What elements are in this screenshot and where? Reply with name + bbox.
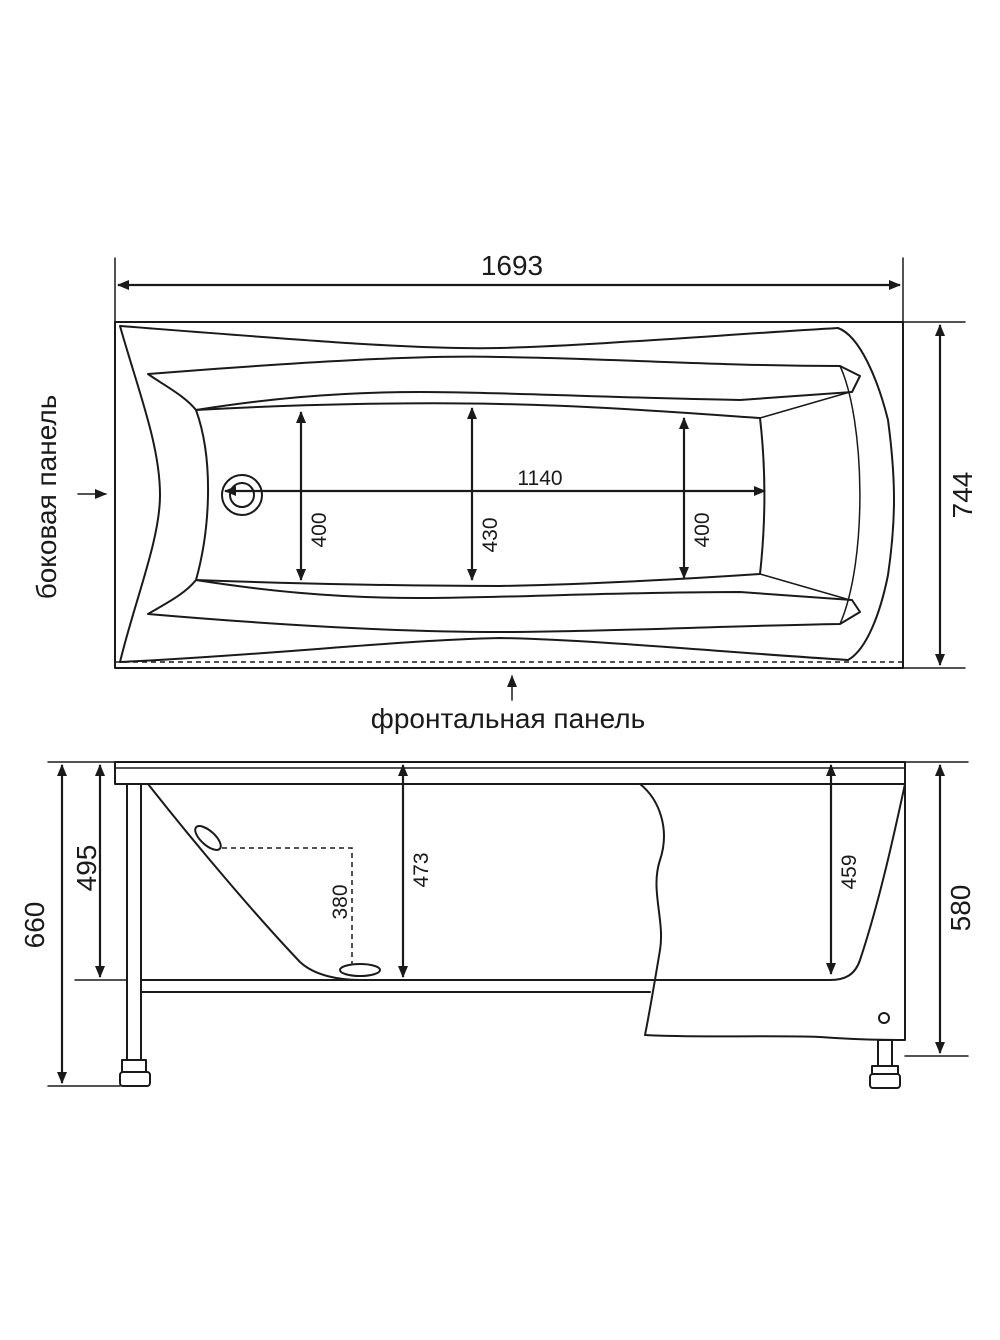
right-leg <box>877 1039 893 1067</box>
upper-ridge <box>147 355 861 411</box>
tub-head-slope <box>649 783 906 981</box>
drain-inner <box>229 482 255 508</box>
lower-ridge <box>147 579 861 633</box>
left-leg <box>126 783 142 1061</box>
tub-back-slope <box>147 783 361 981</box>
side-view: 380 660 495 473 459 580 <box>19 761 976 1089</box>
drain-outer <box>221 474 263 516</box>
tub-outline-rect <box>114 321 904 669</box>
dim-495-label: 495 <box>71 845 102 892</box>
dim-panel-height-label: 580 <box>945 885 976 932</box>
panel-screw <box>878 1012 890 1024</box>
dim-length-label: 1693 <box>481 250 543 281</box>
side-panel-label: боковая панель <box>31 395 62 600</box>
dim-459-label: 459 <box>838 854 861 889</box>
dim-inner-width-right-label: 400 <box>691 512 714 547</box>
dim-inner-length-label: 1140 <box>517 467 562 490</box>
tub-rim-side <box>114 761 906 785</box>
top-view: 1693 744 1140 400 430 400 боковая панель… <box>31 250 978 734</box>
front-panel-cutaway <box>639 783 906 1041</box>
dim-inner-width-left-label: 400 <box>308 512 331 547</box>
left-foot-joint <box>121 1059 147 1073</box>
basin-bottom <box>195 402 766 587</box>
overflow-ref-dashed <box>222 847 353 964</box>
dim-473-label: 473 <box>410 852 433 887</box>
tub-rim <box>119 325 895 663</box>
overflow-hole <box>194 825 222 851</box>
right-foot <box>869 1073 901 1089</box>
right-foot-joint <box>871 1065 899 1075</box>
front-panel-label: фронтальная панель <box>371 703 645 734</box>
dim-total-height-label: 660 <box>19 902 50 949</box>
headrest-line-bottom <box>759 573 851 601</box>
drain-side <box>339 963 381 977</box>
headrest-line-top <box>759 391 851 419</box>
dim-inner-width-middle-label: 430 <box>479 517 502 552</box>
dim-width-label: 744 <box>947 472 978 519</box>
headrest-curve <box>839 365 861 625</box>
dim-drain-height-label: 380 <box>329 884 352 919</box>
left-foot <box>119 1071 151 1087</box>
